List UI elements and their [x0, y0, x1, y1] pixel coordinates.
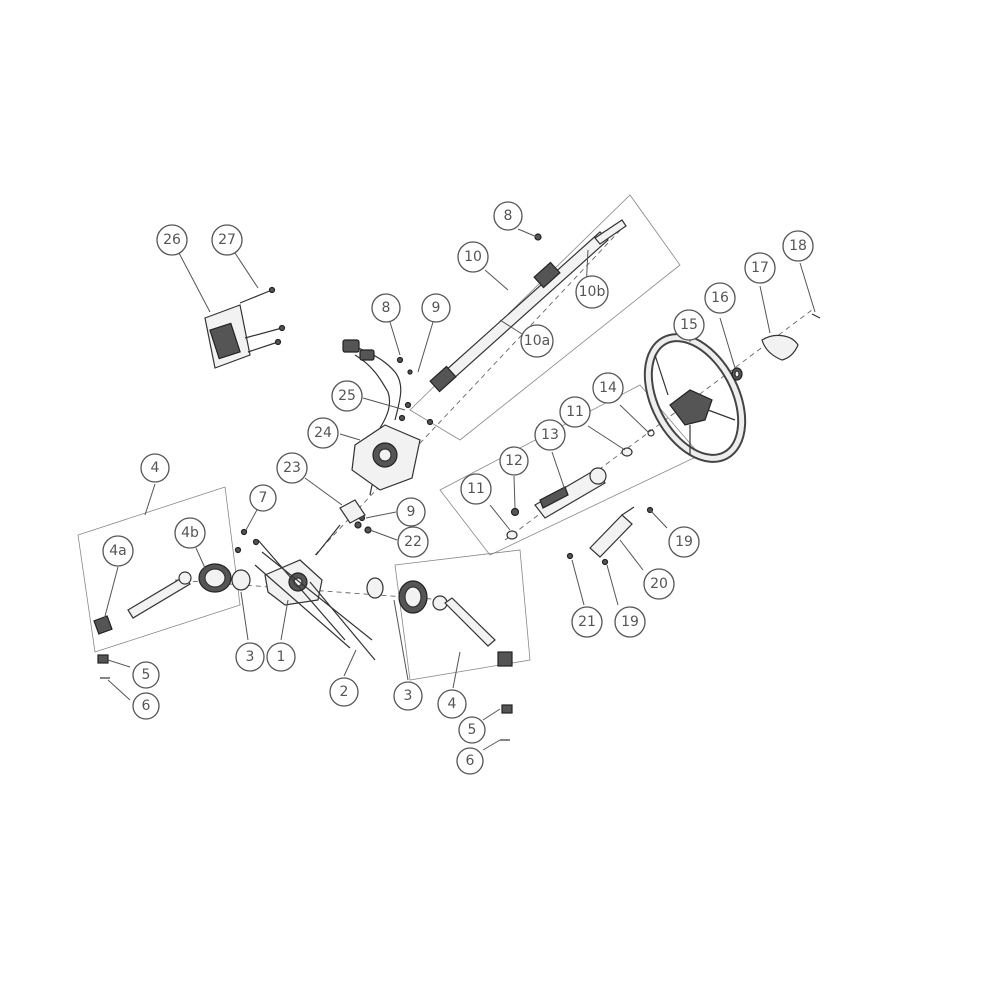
callout-26: 26 [156, 224, 188, 256]
callout-18: 18 [782, 230, 814, 262]
svg-text:9: 9 [407, 504, 416, 520]
callout-19: 19 [668, 526, 700, 558]
callout-5: 5 [132, 661, 160, 689]
callout-5: 5 [458, 716, 486, 744]
svg-text:19: 19 [621, 614, 639, 630]
group-box-steering-shaft [409, 194, 681, 441]
svg-text:3: 3 [246, 649, 255, 665]
steering-gear-part [254, 539, 376, 661]
svg-text:4a: 4a [109, 543, 127, 559]
svg-text:8: 8 [382, 300, 391, 316]
callout-17: 17 [744, 252, 776, 284]
svg-text:19: 19 [675, 534, 693, 550]
power-steering-unit-part [342, 339, 421, 496]
control-module-part [204, 286, 286, 369]
svg-text:6: 6 [466, 753, 475, 769]
callout-4b: 4b [174, 517, 206, 549]
svg-text:22: 22 [404, 534, 422, 550]
svg-text:24: 24 [314, 425, 332, 441]
svg-text:11: 11 [566, 404, 584, 420]
svg-text:26: 26 [163, 232, 181, 248]
callout-4a: 4a [102, 535, 134, 567]
steering-shaft-part [429, 219, 627, 393]
callout-20: 20 [643, 568, 675, 600]
callout-24: 24 [307, 417, 339, 449]
svg-text:12: 12 [505, 453, 523, 469]
callout-8: 8 [371, 293, 401, 323]
callout-14: 14 [592, 372, 624, 404]
svg-text:6: 6 [142, 698, 151, 714]
svg-text:14: 14 [599, 380, 617, 396]
svg-text:5: 5 [142, 667, 151, 683]
callout-11: 11 [460, 473, 492, 505]
callout-27: 27 [211, 224, 243, 256]
svg-text:3: 3 [404, 688, 413, 704]
callout-23: 23 [276, 452, 308, 484]
callout-25: 25 [331, 380, 363, 412]
callout-9: 9 [396, 497, 426, 527]
svg-text:21: 21 [578, 614, 596, 630]
callout-9: 9 [421, 293, 451, 323]
callout-21: 21 [571, 606, 603, 638]
callout-13: 13 [534, 419, 566, 451]
callout-8: 8 [493, 201, 523, 231]
callout-7: 7 [249, 484, 277, 512]
tilt-cylinder-part [566, 506, 654, 566]
steering-column-part [506, 429, 655, 540]
svg-text:2: 2 [340, 684, 349, 700]
callout-15: 15 [673, 309, 705, 341]
callout-2: 2 [329, 677, 359, 707]
callout-22: 22 [397, 526, 429, 558]
tie-rod-right-part [366, 577, 513, 741]
wheel-hardware-part [731, 313, 821, 381]
fastener-parts [234, 356, 434, 554]
svg-text:4: 4 [151, 460, 160, 476]
svg-text:20: 20 [650, 576, 668, 592]
svg-text:17: 17 [751, 260, 769, 276]
callout-16: 16 [704, 282, 736, 314]
callout-4: 4 [140, 453, 170, 483]
tie-rod-left-part [93, 563, 251, 679]
leader-lines [103, 228, 816, 751]
svg-text:18: 18 [789, 238, 807, 254]
svg-text:25: 25 [338, 388, 356, 404]
callout-10: 10 [457, 241, 489, 273]
callout-10a: 10a [520, 324, 554, 358]
svg-text:23: 23 [283, 460, 301, 476]
svg-text:7: 7 [259, 490, 268, 506]
svg-text:10: 10 [464, 249, 482, 265]
svg-text:16: 16 [711, 290, 729, 306]
group-box-tie-rod-left [77, 486, 241, 653]
svg-text:10b: 10b [579, 284, 606, 300]
coupler-part [315, 499, 366, 556]
callout-10b: 10b [575, 275, 609, 309]
callout-12: 12 [499, 446, 529, 476]
svg-text:5: 5 [468, 722, 477, 738]
axis-steering-shaft [314, 224, 626, 556]
callout-3: 3 [235, 642, 265, 672]
callout-3: 3 [393, 681, 423, 711]
svg-text:10a: 10a [524, 333, 550, 349]
callout-19: 19 [614, 606, 646, 638]
svg-text:11: 11 [467, 481, 485, 497]
callout-6: 6 [132, 692, 160, 720]
svg-text:13: 13 [541, 427, 559, 443]
svg-text:8: 8 [504, 208, 513, 224]
callout-11: 11 [559, 396, 591, 428]
callout-4: 4 [437, 689, 467, 719]
svg-text:15: 15 [680, 317, 698, 333]
callout-1: 1 [266, 642, 296, 672]
svg-text:9: 9 [432, 300, 441, 316]
steering-wheel-part [643, 333, 747, 463]
svg-text:1: 1 [277, 649, 286, 665]
svg-text:27: 27 [218, 232, 236, 248]
svg-text:4: 4 [448, 696, 457, 712]
svg-text:4b: 4b [181, 525, 199, 541]
group-box-tie-rod-right [394, 549, 531, 681]
callout-6: 6 [456, 747, 484, 775]
